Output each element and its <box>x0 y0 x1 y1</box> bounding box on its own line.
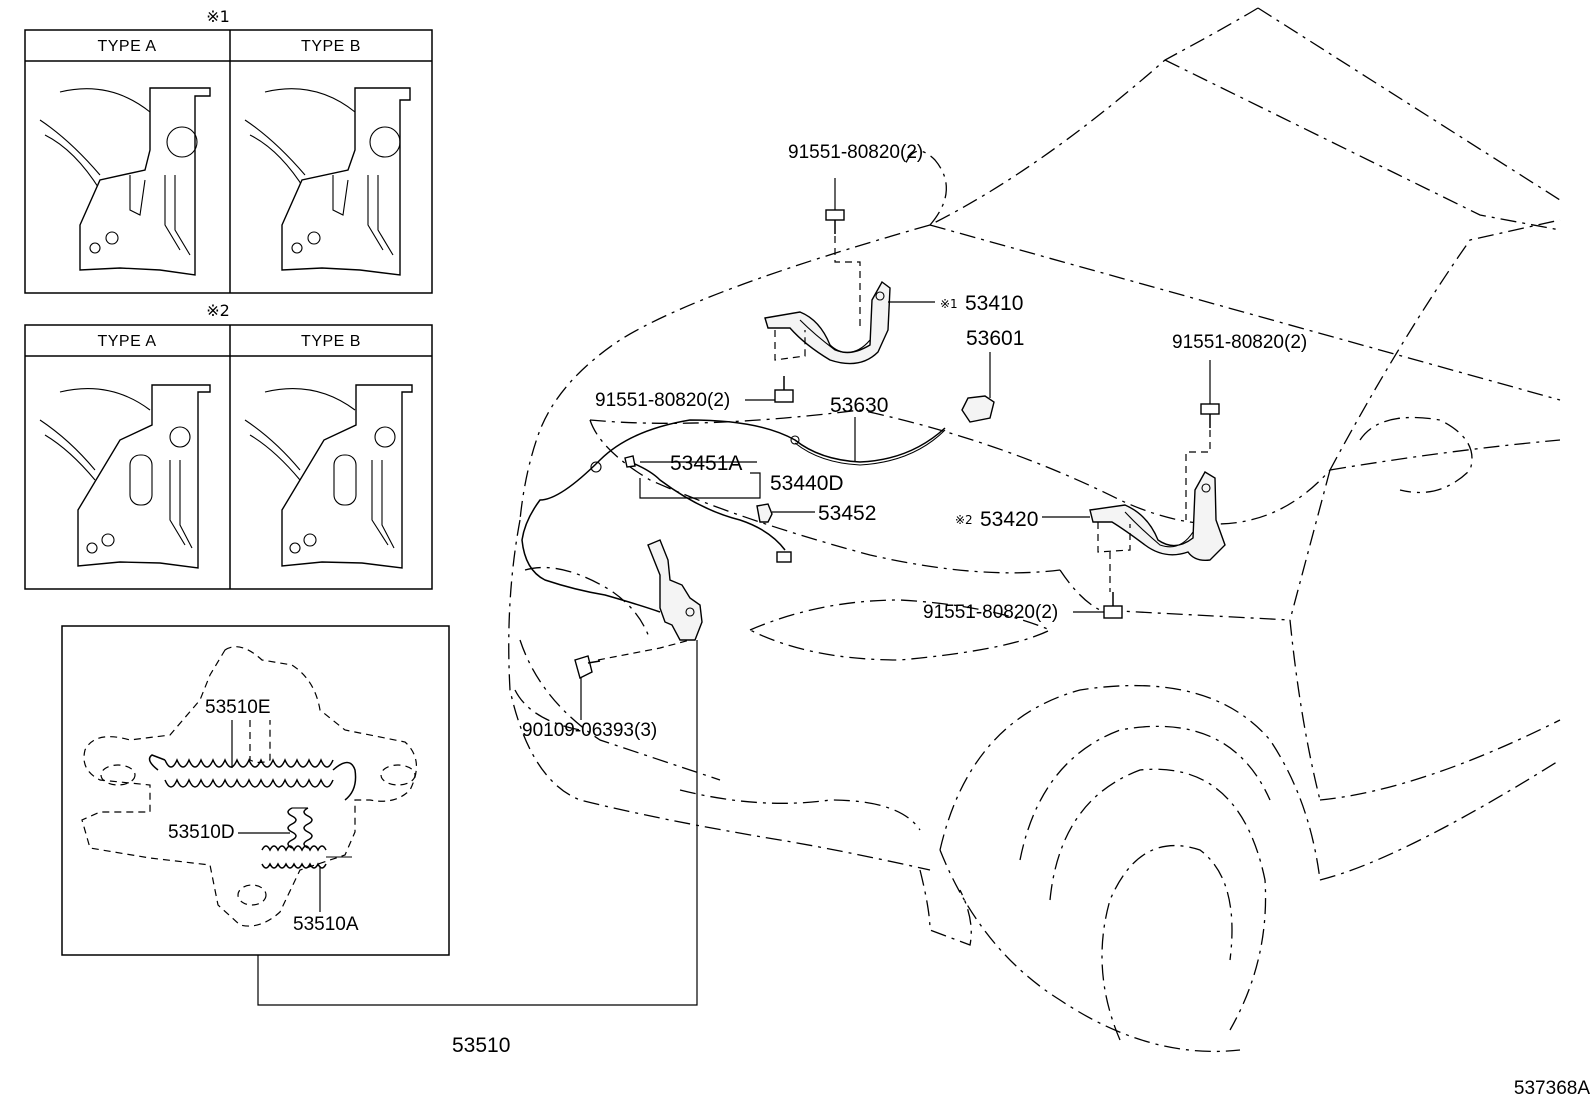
callout-bolt-rh-lower: 91551-80820(2) <box>923 602 1058 623</box>
callout-cable-53451a: 53451A <box>670 452 742 475</box>
callout-hinge-lh: 53410 <box>965 292 1023 315</box>
label-53510d: 53510D <box>168 822 235 843</box>
callout-hinge-lh-mark: ※1 <box>940 297 958 311</box>
spring-53510e <box>148 754 357 801</box>
hood-latch <box>597 539 703 661</box>
inset1-mark: ※1 <box>206 7 230 26</box>
latch-detail: 53510E 53510D 53510A <box>61 625 450 956</box>
callout-hinge-rh-mark: ※2 <box>955 513 973 527</box>
inset2-type-a-bracket <box>39 384 211 569</box>
inset2-type-b-bracket <box>244 384 413 569</box>
hood-release-cable <box>521 419 946 613</box>
inset2-frame <box>24 324 433 590</box>
hood-bumper <box>961 395 995 423</box>
spring-53510d <box>287 807 313 849</box>
inset1-type-b-bracket <box>244 87 411 276</box>
spring-53510a <box>261 845 352 869</box>
callout-bumper-53601: 53601 <box>966 327 1024 350</box>
label-53510e: 53510E <box>205 697 271 718</box>
inset1-header-type-b: TYPE B <box>301 38 361 55</box>
callout-hinge-rh: 53420 <box>980 508 1038 531</box>
callout-labels: 91551-80820(2) ※1 53410 91551-80820(2) 5… <box>452 142 1307 1057</box>
label-53510a: 53510A <box>293 914 359 935</box>
inset2-mark: ※2 <box>206 301 230 320</box>
inset1-header-type-a: TYPE A <box>97 38 156 55</box>
callout-bolt-lh-lower: 91551-80820(2) <box>595 390 730 411</box>
bolt-lh-lower <box>774 376 794 403</box>
inset-hinge-rh-types: ※2 TYPE A TYPE B <box>24 301 433 590</box>
hood-hinge-rh <box>1089 471 1226 592</box>
callout-latch-assy: 53510 <box>452 1034 510 1057</box>
inset2-header-type-b: TYPE B <box>301 333 361 350</box>
latch-bolt <box>574 655 601 680</box>
inset1-frame <box>24 29 433 294</box>
cable-53451a <box>624 455 792 563</box>
callout-cable-53440d: 53440D <box>770 472 844 495</box>
inset1-type-a-bracket <box>39 87 211 276</box>
callout-latch-bolt: 90109-06393(3) <box>522 720 657 741</box>
callout-cable: 53630 <box>830 394 888 417</box>
diagram-code: 537368A <box>1514 1078 1590 1099</box>
bolt-lh-upper <box>825 209 861 330</box>
callout-bolt-top: 91551-80820(2) <box>788 142 923 163</box>
vehicle-outline <box>508 7 1561 1053</box>
latch-detail-frame <box>61 625 450 956</box>
inset-hinge-lh-types: ※1 TYPE A TYPE B <box>24 7 433 294</box>
bolt-rh-lower <box>1103 592 1123 619</box>
hood-hinge-lh <box>764 280 891 365</box>
inset2-header-type-a: TYPE A <box>97 333 156 350</box>
callout-leaders <box>257 178 1211 1006</box>
clip-53452 <box>756 503 773 523</box>
callout-clip-53452: 53452 <box>818 502 876 525</box>
callout-bolt-rh-upper: 91551-80820(2) <box>1172 332 1307 353</box>
